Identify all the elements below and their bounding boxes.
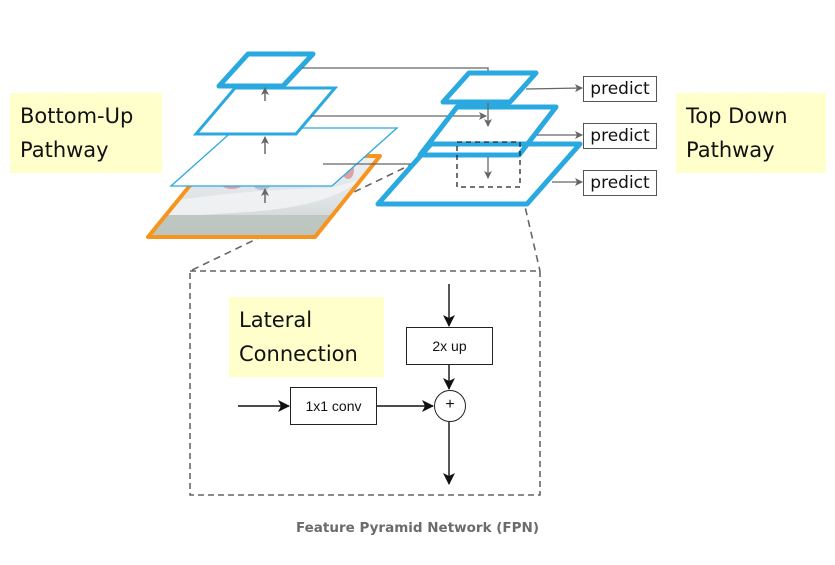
bottom-up-label-line2: Pathway — [20, 138, 109, 162]
lateral-label-line2: Connection — [239, 342, 358, 366]
lateral-label-line1: Lateral — [239, 308, 313, 332]
predict-box-2: predict — [583, 123, 657, 149]
bottom-up-layer-2 — [192, 86, 339, 136]
top-down-layer-1 — [440, 70, 539, 105]
lateral-connection-label: Lateral Connection — [229, 297, 384, 377]
predict-box-3: predict — [583, 170, 657, 196]
top-down-pathway-label: Top Down Pathway — [676, 93, 826, 173]
top-down-label-line1: Top Down — [686, 104, 788, 128]
upsample-box: 2x up — [406, 327, 493, 365]
top-down-layer-2 — [417, 104, 559, 158]
predict-box-1: predict — [583, 76, 657, 102]
figure-caption: Feature Pyramid Network (FPN) — [295, 520, 540, 536]
top-down-label-line2: Pathway — [686, 138, 775, 162]
zoom-region-box — [456, 141, 521, 188]
bottom-up-pyramid — [146, 51, 399, 239]
conv-1x1-box: 1x1 conv — [290, 387, 377, 425]
bottom-up-pathway-label: Bottom-Up Pathway — [10, 93, 162, 173]
lateral-detail-frame — [189, 270, 541, 496]
bottom-up-layer-3 — [216, 51, 316, 89]
top-down-layer-3 — [375, 141, 583, 207]
bottom-up-label-line1: Bottom-Up — [20, 104, 134, 128]
top-down-pyramid — [375, 70, 583, 207]
sum-node: + — [434, 390, 466, 422]
bottom-up-layer-1 — [169, 127, 399, 187]
predict-arrow-1 — [525, 84, 583, 93]
